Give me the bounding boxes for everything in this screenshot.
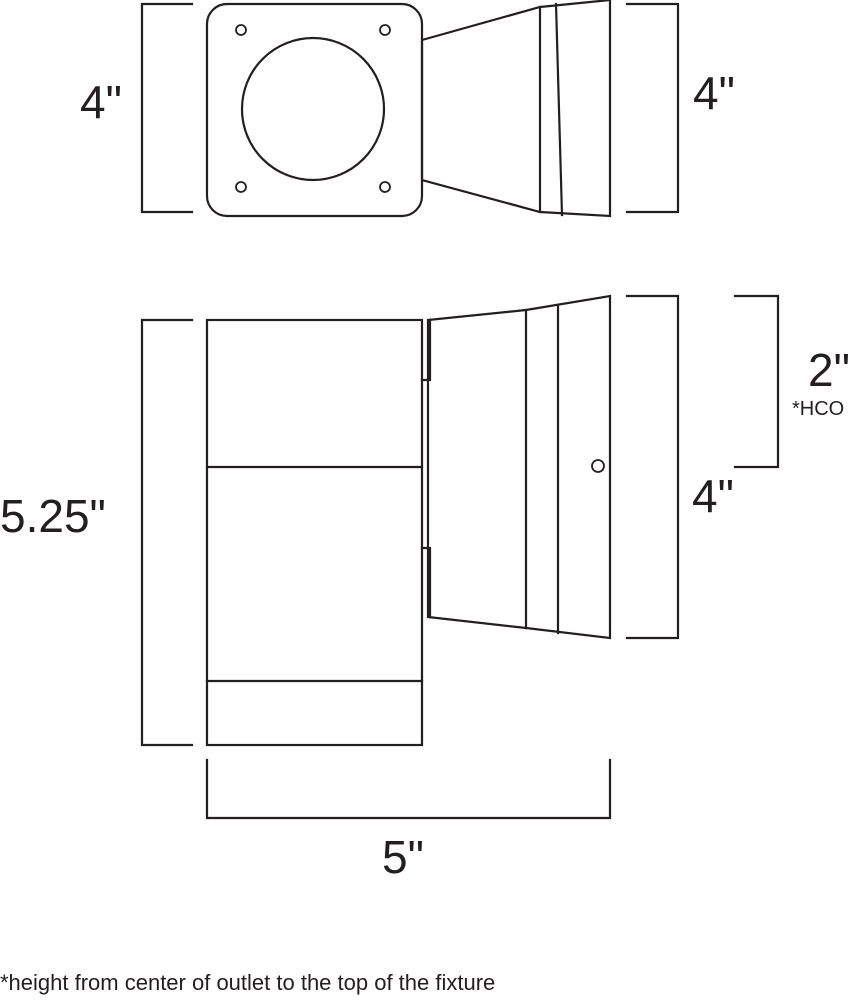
label-top-right-height: 4" bbox=[693, 67, 735, 119]
screw-hole-tl bbox=[235, 24, 247, 36]
shade-top-view bbox=[420, 0, 612, 218]
side-view bbox=[140, 294, 780, 820]
label-top-left-height: 4" bbox=[80, 76, 122, 128]
fixture-body bbox=[205, 318, 424, 747]
label-depth: 5" bbox=[382, 831, 424, 883]
top-view-left-bracket bbox=[140, 2, 194, 214]
screw-hole-br bbox=[379, 181, 391, 193]
shade-band-2 bbox=[554, 2, 564, 217]
screw-hole-bl bbox=[235, 181, 247, 193]
top-view bbox=[140, 0, 680, 218]
depth-bracket bbox=[205, 758, 612, 820]
head-screw bbox=[591, 459, 605, 473]
label-head-height: 4" bbox=[692, 470, 734, 522]
top-view-right-bracket bbox=[625, 2, 680, 214]
outlet-circle bbox=[240, 36, 386, 182]
hco-bracket bbox=[733, 294, 780, 469]
head-height-bracket bbox=[625, 294, 680, 640]
label-side-total-height: 5.25" bbox=[0, 490, 106, 542]
label-hco-height: 2" bbox=[808, 344, 850, 396]
side-height-bracket bbox=[140, 318, 194, 747]
fixture-head bbox=[426, 294, 612, 640]
footnote: *height from center of outlet to the top… bbox=[0, 970, 496, 995]
arm-notch-top bbox=[420, 318, 432, 382]
arm-notch-bottom bbox=[420, 546, 432, 619]
label-hco: *HCO bbox=[792, 398, 844, 420]
screw-hole-tr bbox=[379, 24, 391, 36]
